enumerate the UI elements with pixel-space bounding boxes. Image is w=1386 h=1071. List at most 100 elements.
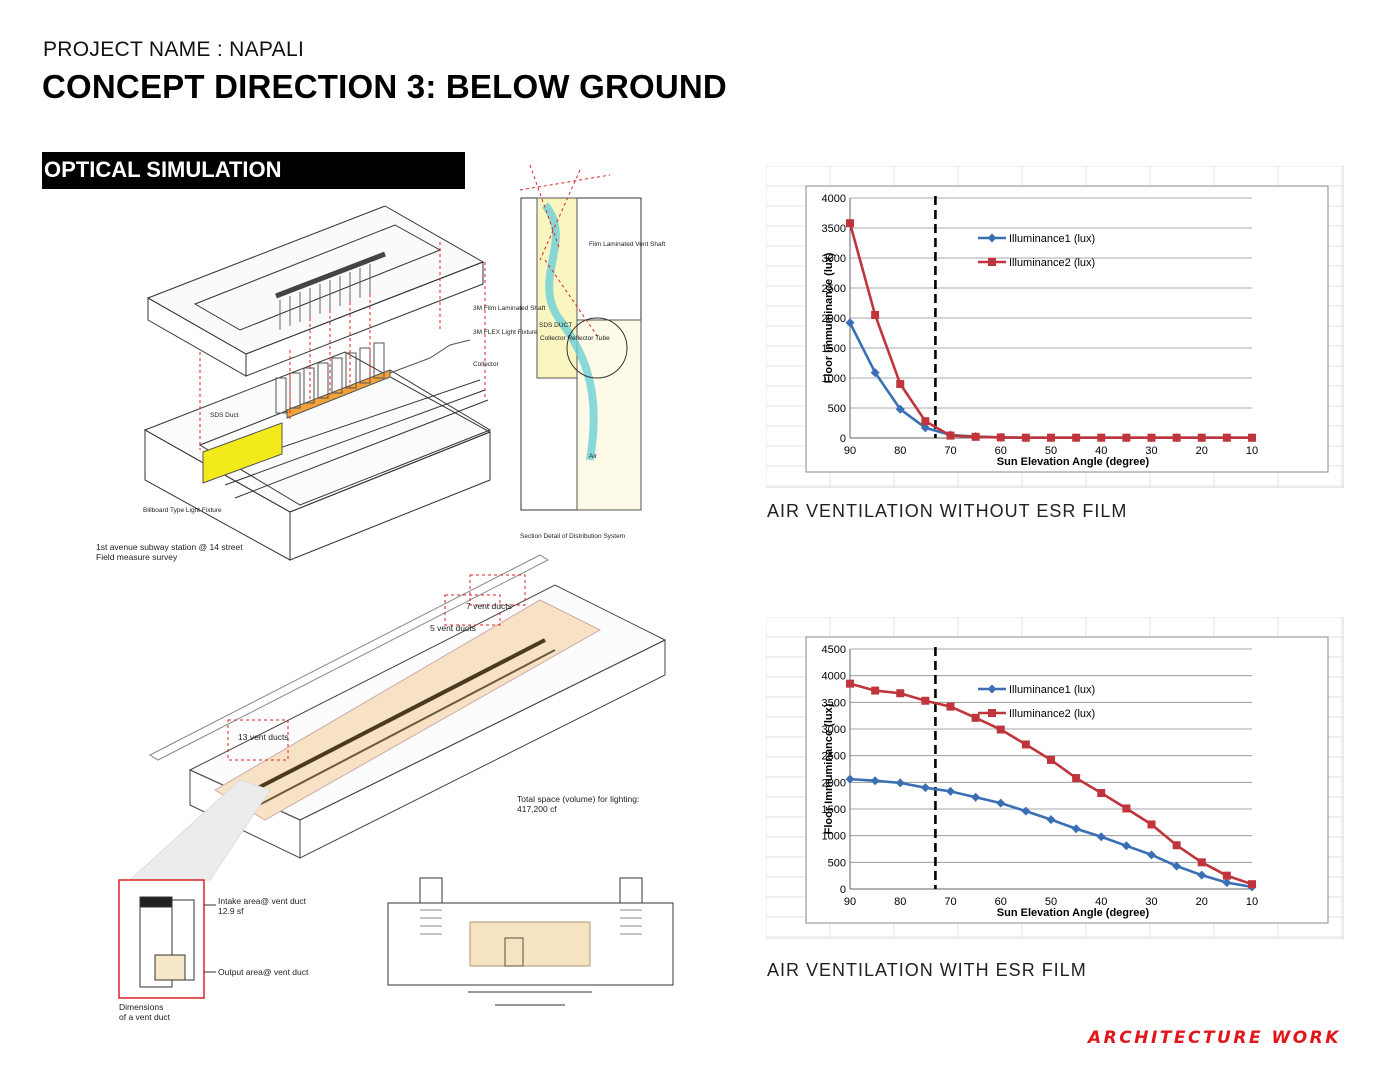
series1-point	[845, 318, 855, 328]
series2-point	[1047, 755, 1055, 764]
label-dimensions-line1: Dimensions	[119, 1002, 163, 1012]
series2-point	[946, 431, 955, 440]
series2-point	[871, 686, 880, 695]
legend-marker-2	[988, 709, 996, 717]
legend-label-1: Illuminance1 (lux)	[1009, 233, 1095, 245]
series2-point	[1172, 433, 1181, 442]
legend-label-2: Illuminance2 (lux)	[1009, 257, 1095, 269]
series2-point	[921, 417, 930, 426]
label-sds-duct: SDS Duct	[210, 412, 239, 419]
y-axis-title: Floor Immuminance (lux)	[823, 252, 835, 383]
series2-point	[921, 696, 930, 705]
series2-point	[846, 679, 854, 688]
x-tick-label: 40	[1095, 445, 1107, 457]
x-tick-label: 40	[1095, 896, 1107, 908]
label-total-space-line2: 417,200 cf	[517, 804, 557, 814]
concept-title: CONCEPT DIRECTION 3: BELOW GROUND	[42, 68, 727, 105]
series2-point	[946, 702, 955, 711]
y-tick-label: 3000	[822, 253, 846, 265]
label-vent7: 7 vent ducts	[466, 601, 512, 611]
chart-area	[805, 636, 1329, 924]
subway-station-diagram	[128, 554, 667, 881]
y-tick-label: 500	[828, 403, 846, 415]
y-tick-label: 2500	[822, 283, 846, 295]
series1-point	[1121, 841, 1131, 851]
label-section-film-vent: Film Laminated Vent Shaft	[589, 241, 665, 248]
series2-point	[1097, 789, 1106, 797]
series2-point	[971, 713, 980, 722]
y-tick-label: 0	[840, 433, 846, 445]
series2-point	[1172, 841, 1181, 850]
series1-point	[920, 783, 930, 793]
section-header-bar: OPTICAL SIMULATION	[42, 152, 465, 189]
series1-point	[845, 774, 855, 784]
series2-point	[1248, 433, 1256, 442]
legend-marker-2	[988, 258, 996, 266]
y-tick-label: 2500	[822, 751, 846, 763]
project-name: PROJECT NAME : NAPALI	[43, 38, 305, 61]
label-section-sds: SDS DUCT	[539, 322, 572, 329]
series2-point	[1021, 740, 1030, 749]
section-detail-diagram	[519, 164, 642, 511]
label-billboard: Billboard Type Light Fixture	[143, 507, 222, 514]
series1-point	[1222, 878, 1232, 888]
series2-point	[971, 432, 980, 441]
series1-point	[895, 778, 905, 788]
series2-point	[1222, 871, 1231, 880]
legend-label-1: Illuminance1 (lux)	[1009, 684, 1095, 696]
y-tick-label: 4500	[822, 644, 846, 656]
x-tick-label: 70	[944, 445, 956, 457]
series2-point	[996, 725, 1005, 734]
series1-point	[1071, 824, 1081, 834]
label-section-air: Air	[589, 453, 598, 460]
x-tick-label: 10	[1246, 445, 1258, 457]
y-axis-title: Floor Immuminance (lux)	[823, 703, 835, 834]
y-tick-label: 0	[840, 884, 846, 896]
y-tick-label: 2000	[822, 777, 846, 789]
label-dimensions-line2: of a vent duct	[119, 1012, 171, 1022]
series2-point	[996, 433, 1005, 442]
series2-point	[1147, 433, 1156, 442]
brand-logo-text: ARCHITECTURE WORK	[1088, 1028, 1341, 1048]
series2-point	[1072, 774, 1081, 783]
station-cross-section	[387, 877, 674, 1006]
label-intake-line1: Intake area@ vent duct	[218, 896, 307, 906]
series2-point	[896, 380, 905, 388]
x-tick-label: 50	[1045, 445, 1057, 457]
legend-marker-1	[987, 684, 997, 694]
x-tick-label: 10	[1246, 896, 1258, 908]
label-collector: Collector	[473, 361, 499, 368]
series1-point	[1147, 850, 1156, 860]
series1-point	[870, 776, 880, 786]
series1-point	[1046, 815, 1056, 825]
y-tick-label: 2000	[822, 313, 846, 325]
legend-marker-1	[987, 233, 997, 243]
label-vent13: 13 vent ducts	[238, 732, 289, 742]
label-section-collector: Collector Reflector Tube	[540, 335, 610, 342]
x-axis-title: Sun Elevation Angle (degree)	[997, 456, 1150, 468]
series2-point	[1097, 433, 1106, 442]
series2-point	[1147, 820, 1156, 829]
x-tick-label: 50	[1045, 896, 1057, 908]
series2-point	[1047, 433, 1055, 442]
series2-point	[1197, 433, 1206, 442]
isometric-station-diagram	[143, 205, 492, 561]
series2-point	[1248, 880, 1256, 889]
x-tick-label: 80	[894, 896, 906, 908]
vent-duct-detail	[118, 879, 216, 999]
y-tick-label: 1000	[822, 831, 846, 843]
caption-chart-with-esr: AIR VENTILATION WITH ESR FILM	[767, 960, 1087, 980]
x-axis-title: Sun Elevation Angle (degree)	[997, 907, 1150, 919]
architectural-drawings: 3M Film Laminated Shaft 3M FLEX Light Fi…	[96, 164, 674, 1022]
series2-point	[1122, 804, 1131, 813]
label-survey-line2: Field measure survey	[96, 552, 178, 562]
y-tick-label: 4000	[822, 671, 846, 683]
x-tick-label: 20	[1196, 896, 1208, 908]
y-tick-label: 3000	[822, 724, 846, 736]
label-intake-line2: 12.9 sf	[218, 906, 244, 916]
series2-point	[1222, 433, 1231, 442]
x-tick-label: 90	[844, 896, 856, 908]
series1-point	[895, 404, 905, 414]
